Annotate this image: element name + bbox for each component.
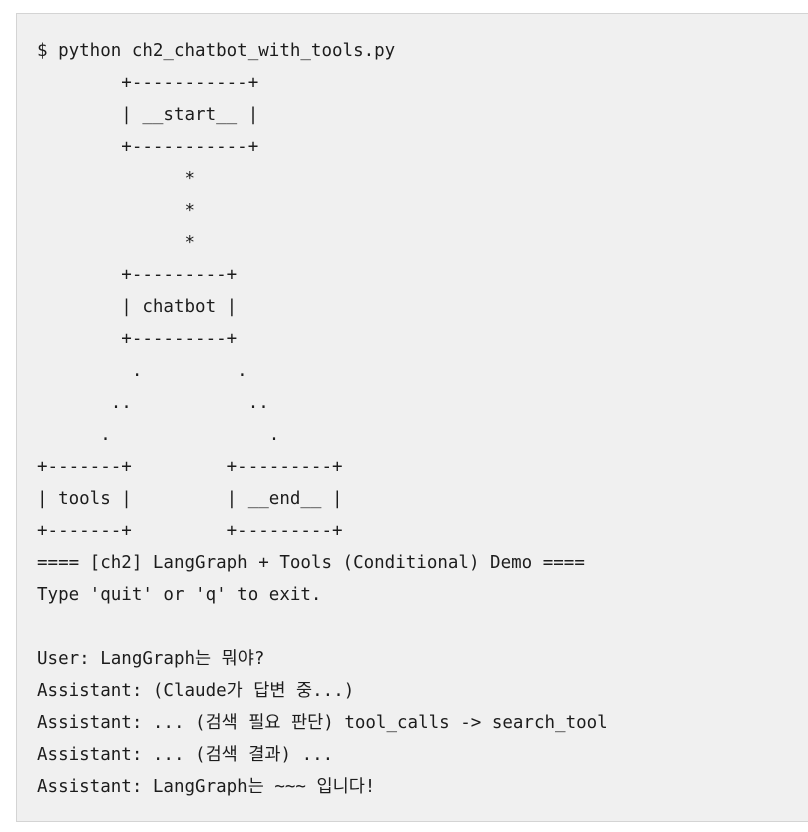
blank-line bbox=[37, 611, 608, 643]
terminal-output: $ python ch2_chatbot_with_tools.py +----… bbox=[37, 35, 608, 803]
graph-leaf-nodes: | tools | | __end__ | bbox=[37, 489, 343, 509]
terminal-code-block: $ python ch2_chatbot_with_tools.py +----… bbox=[16, 13, 808, 822]
graph-edge-line: * bbox=[37, 169, 196, 189]
graph-leaf-box-top: +-------+ +---------+ bbox=[37, 457, 343, 477]
exit-hint: Type 'quit' or 'q' to exit. bbox=[37, 585, 322, 605]
graph-start-box-top: +-----------+ bbox=[37, 73, 259, 93]
command-line: $ python ch2_chatbot_with_tools.py bbox=[37, 41, 396, 61]
graph-branch-line: . . bbox=[37, 425, 280, 445]
graph-edge-line: * bbox=[37, 233, 196, 253]
graph-start-box-bottom: +-----------+ bbox=[37, 137, 259, 157]
demo-banner: ==== [ch2] LangGraph + Tools (Conditiona… bbox=[37, 553, 585, 573]
graph-branch-line: .. .. bbox=[37, 393, 269, 413]
assistant-message: Assistant: ... (검색 결과) ... bbox=[37, 745, 334, 765]
graph-leaf-box-bottom: +-------+ +---------+ bbox=[37, 521, 343, 541]
graph-chatbot-box-bottom: +---------+ bbox=[37, 329, 238, 349]
assistant-message: Assistant: (Claude가 답변 중...) bbox=[37, 681, 355, 701]
assistant-message: Assistant: LangGraph는 ~~~ 입니다! bbox=[37, 777, 376, 797]
graph-chatbot-node: | chatbot | bbox=[37, 297, 238, 317]
graph-start-node: | __start__ | bbox=[37, 105, 259, 125]
graph-branch-line: . . bbox=[37, 361, 248, 381]
assistant-message: Assistant: ... (검색 필요 판단) tool_calls -> … bbox=[37, 713, 608, 733]
graph-chatbot-box-top: +---------+ bbox=[37, 265, 238, 285]
user-message: User: LangGraph는 뭐야? bbox=[37, 649, 265, 669]
graph-edge-line: * bbox=[37, 201, 196, 221]
